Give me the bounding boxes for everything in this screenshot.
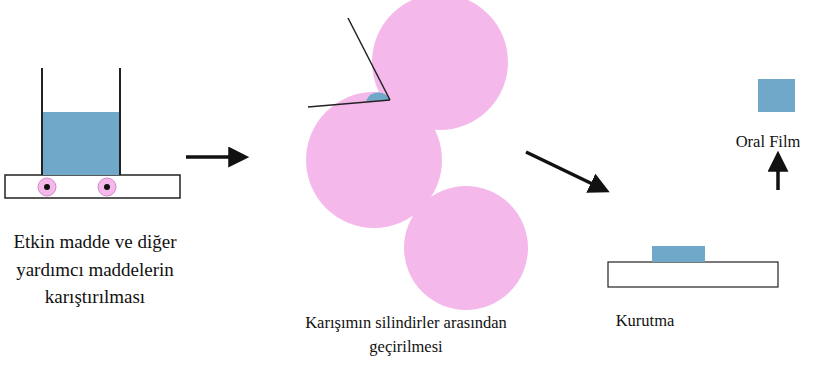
beaker-wall [119, 68, 121, 175]
liquid [42, 112, 120, 175]
flow-arrow [776, 156, 780, 190]
drying-tray [608, 262, 778, 287]
process-step: Kurutma [600, 190, 790, 340]
roller [404, 186, 528, 310]
stirrer-plate [5, 175, 180, 198]
film-sheet [652, 246, 705, 262]
step-caption: Kurutma [600, 309, 690, 333]
product-step: Oral Film [718, 76, 818, 156]
stir-bar [98, 178, 116, 196]
blade [308, 100, 390, 107]
stir-bar [38, 178, 56, 196]
step-caption: Karışımın silindirler arasından geçirilm… [296, 311, 516, 359]
step-caption: Etkin madde ve diğer yardımcı maddelerin… [4, 228, 186, 311]
process-step: Karışımın silindirler arasından geçirilm… [244, 2, 526, 362]
oral-film [758, 79, 795, 112]
stir-dot [44, 184, 50, 190]
process-step: Etkin madde ve diğer yardımcı maddelerin… [4, 65, 186, 350]
blade [348, 18, 390, 100]
beaker-wall [41, 68, 43, 175]
flow-arrow [526, 152, 605, 190]
stir-dot [104, 184, 110, 190]
step-caption: Oral Film [718, 130, 818, 154]
flow-arrow [186, 155, 244, 159]
